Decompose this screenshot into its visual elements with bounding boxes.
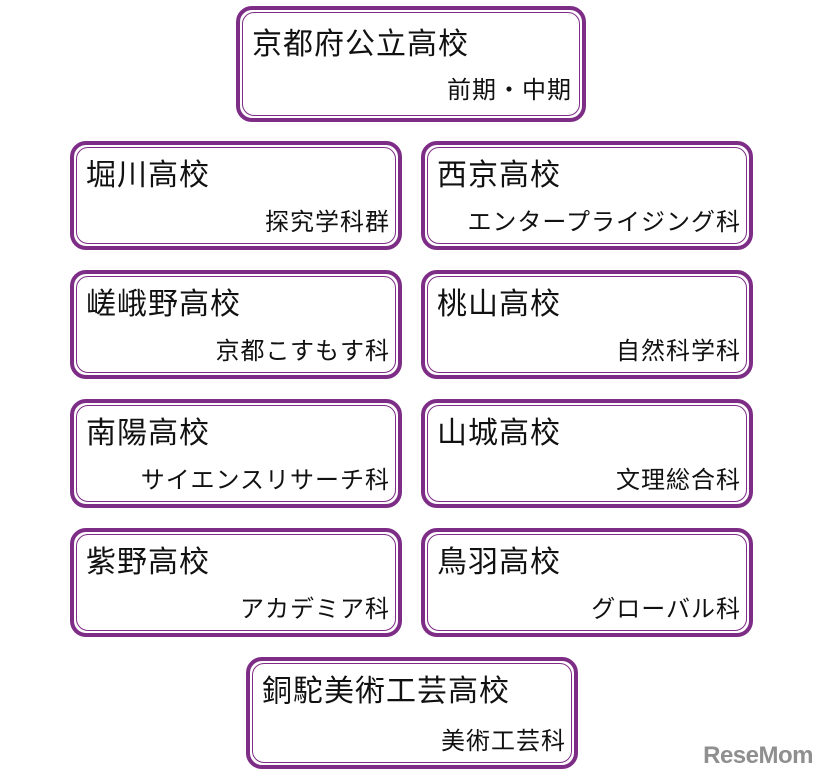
course-name: エンタープライジング科 [467, 208, 741, 236]
course-name: 美術工芸科 [441, 727, 566, 755]
course-name: 探究学科群 [265, 208, 390, 236]
card-yamashiro: 山城高校 文理総合科 [421, 399, 753, 508]
card-murasakino: 紫野高校 アカデミア科 [70, 528, 402, 637]
course-name: グローバル科 [591, 595, 741, 623]
card-horikawa: 堀川高校 探究学科群 [70, 141, 402, 250]
school-name: 堀川高校 [86, 158, 210, 193]
school-name: 嵯峨野高校 [86, 287, 241, 322]
card-dodaa: 銅駝美術工芸高校 美術工芸科 [246, 657, 578, 769]
school-name: 鳥羽高校 [437, 545, 561, 580]
school-name: 桃山高校 [437, 287, 561, 322]
card-toba: 鳥羽高校 グローバル科 [421, 528, 753, 637]
card-nanyo: 南陽高校 サイエンスリサーチ科 [70, 399, 402, 508]
school-name: 紫野高校 [86, 545, 210, 580]
resemom-watermark-logo: ReseMom [703, 742, 813, 769]
course-name: 自然科学科 [616, 337, 741, 365]
card-kyoto-public-high-schools: 京都府公立高校 前期・中期 [236, 6, 586, 122]
course-name: アカデミア科 [240, 595, 390, 623]
course-name: 文理総合科 [616, 466, 741, 494]
school-name: 山城高校 [437, 416, 561, 451]
card-saikyo: 西京高校 エンタープライジング科 [421, 141, 753, 250]
course-name: 京都こすもす科 [215, 337, 390, 365]
card-momoyama: 桃山高校 自然科学科 [421, 270, 753, 379]
header-subtitle: 前期・中期 [447, 76, 572, 104]
school-name: 南陽高校 [86, 416, 210, 451]
course-name: サイエンスリサーチ科 [140, 466, 390, 494]
school-name: 銅駝美術工芸高校 [262, 674, 510, 709]
card-sagano: 嵯峨野高校 京都こすもす科 [70, 270, 402, 379]
header-title: 京都府公立高校 [252, 27, 469, 62]
school-name: 西京高校 [437, 158, 561, 193]
